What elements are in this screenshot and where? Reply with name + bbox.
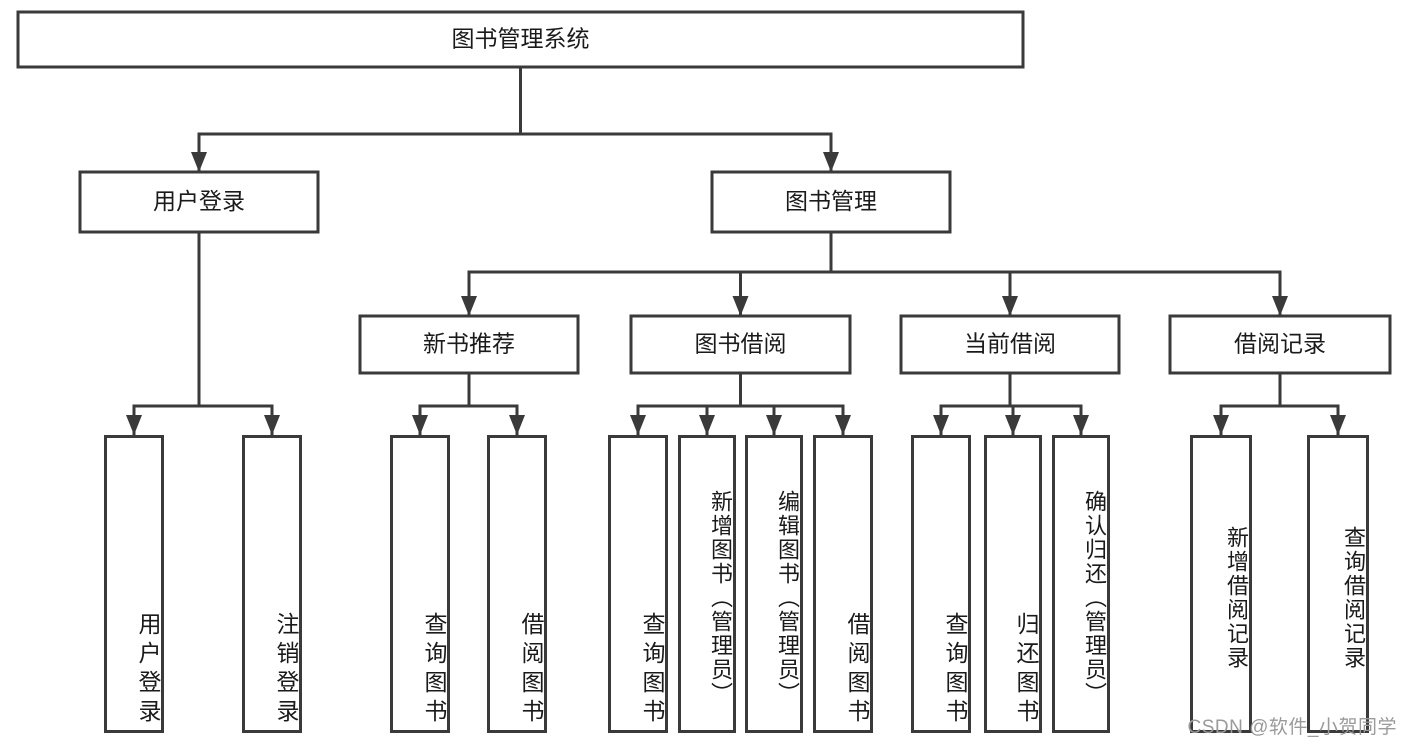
node-leaf-logout-login-label: 注销登录 [273, 612, 299, 728]
node-book-manage-label: 图书管理 [785, 188, 877, 214]
node-book-borrow-label: 图书借阅 [695, 331, 787, 357]
csdn-watermark: CSDN @软件_小贺同学 [1187, 717, 1397, 738]
node-leaf-confirm-return-label: 确认归还（管理员） [1082, 490, 1107, 706]
node-leaf-logout-login[interactable]: 注销登录 [242, 435, 302, 733]
node-borrow-record[interactable] [1168, 314, 1392, 375]
node-leaf-add-record[interactable]: 新增借阅记录 [1190, 435, 1252, 733]
node-leaf-return-book[interactable]: 归还图书 [984, 435, 1042, 733]
arrow-head-icon [126, 415, 142, 435]
node-leaf-edit-book-label: 编辑图书（管理员） [775, 490, 800, 706]
node-leaf-user-login[interactable]: 用户登录 [104, 435, 164, 733]
node-leaf-borrow-book-1-label: 借阅图书 [518, 612, 544, 728]
arrow-head-icon [835, 415, 851, 435]
node-leaf-query-book-3[interactable]: 查询图书 [911, 435, 971, 733]
node-leaf-return-book-label: 归还图书 [1013, 612, 1039, 728]
node-leaf-query-record[interactable]: 查询借阅记录 [1307, 435, 1369, 733]
node-root[interactable] [16, 10, 1025, 69]
arrow-head-icon [823, 152, 839, 172]
box-layer [16, 10, 1392, 375]
node-current-borrow[interactable] [899, 314, 1121, 375]
arrow-head-icon [1005, 415, 1021, 435]
node-leaf-add-book[interactable]: 新增图书（管理员） [678, 435, 736, 733]
arrow-head-icon [191, 152, 207, 172]
arrow-head-icon [461, 296, 477, 316]
arrow-head-icon [412, 415, 428, 435]
connector-layer [126, 65, 1346, 436]
node-new-book-recommend[interactable] [358, 314, 580, 375]
node-leaf-add-record-label: 新增借阅记录 [1224, 526, 1249, 670]
node-leaf-query-book-2[interactable]: 查询图书 [608, 435, 668, 733]
node-book-manage[interactable] [710, 170, 952, 234]
arrow-head-icon [933, 415, 949, 435]
node-leaf-query-book-1[interactable]: 查询图书 [390, 435, 450, 733]
node-leaf-query-record-label: 查询借阅记录 [1341, 526, 1366, 670]
arrow-head-icon [732, 296, 749, 316]
node-new-book-recommend-label: 新书推荐 [423, 331, 515, 357]
node-leaf-query-book-3-label: 查询图书 [942, 612, 968, 728]
arrow-head-icon [1002, 296, 1018, 316]
node-leaf-borrow-book-2[interactable]: 借阅图书 [813, 435, 873, 733]
node-leaf-borrow-book-2-label: 借阅图书 [844, 612, 870, 728]
arrow-head-icon [509, 415, 525, 435]
node-leaf-borrow-book-1[interactable]: 借阅图书 [487, 435, 547, 733]
arrow-head-icon [630, 415, 646, 435]
arrow-head-icon [1213, 415, 1229, 435]
node-leaf-edit-book[interactable]: 编辑图书（管理员） [745, 435, 803, 733]
arrow-head-icon [1073, 415, 1089, 435]
node-leaf-add-book-label: 新增图书（管理员） [708, 490, 733, 706]
node-book-borrow[interactable] [629, 314, 852, 375]
arrow-head-icon [699, 415, 715, 435]
node-leaf-query-book-1-label: 查询图书 [421, 612, 447, 728]
node-leaf-query-book-2-label: 查询图书 [639, 612, 665, 728]
arrow-head-icon [1330, 415, 1346, 435]
node-root-label: 图书管理系统 [452, 26, 590, 52]
node-user-login[interactable] [78, 170, 320, 234]
node-leaf-user-login-label: 用户登录 [135, 612, 161, 728]
node-current-borrow-label: 当前借阅 [964, 331, 1056, 357]
node-leaf-confirm-return[interactable]: 确认归还（管理员） [1052, 435, 1110, 733]
arrow-head-icon [766, 415, 782, 435]
arrow-head-icon [264, 415, 280, 435]
node-user-login-label: 用户登录 [153, 188, 245, 214]
arrow-head-icon [1272, 296, 1288, 316]
node-borrow-record-label: 借阅记录 [1234, 331, 1326, 357]
